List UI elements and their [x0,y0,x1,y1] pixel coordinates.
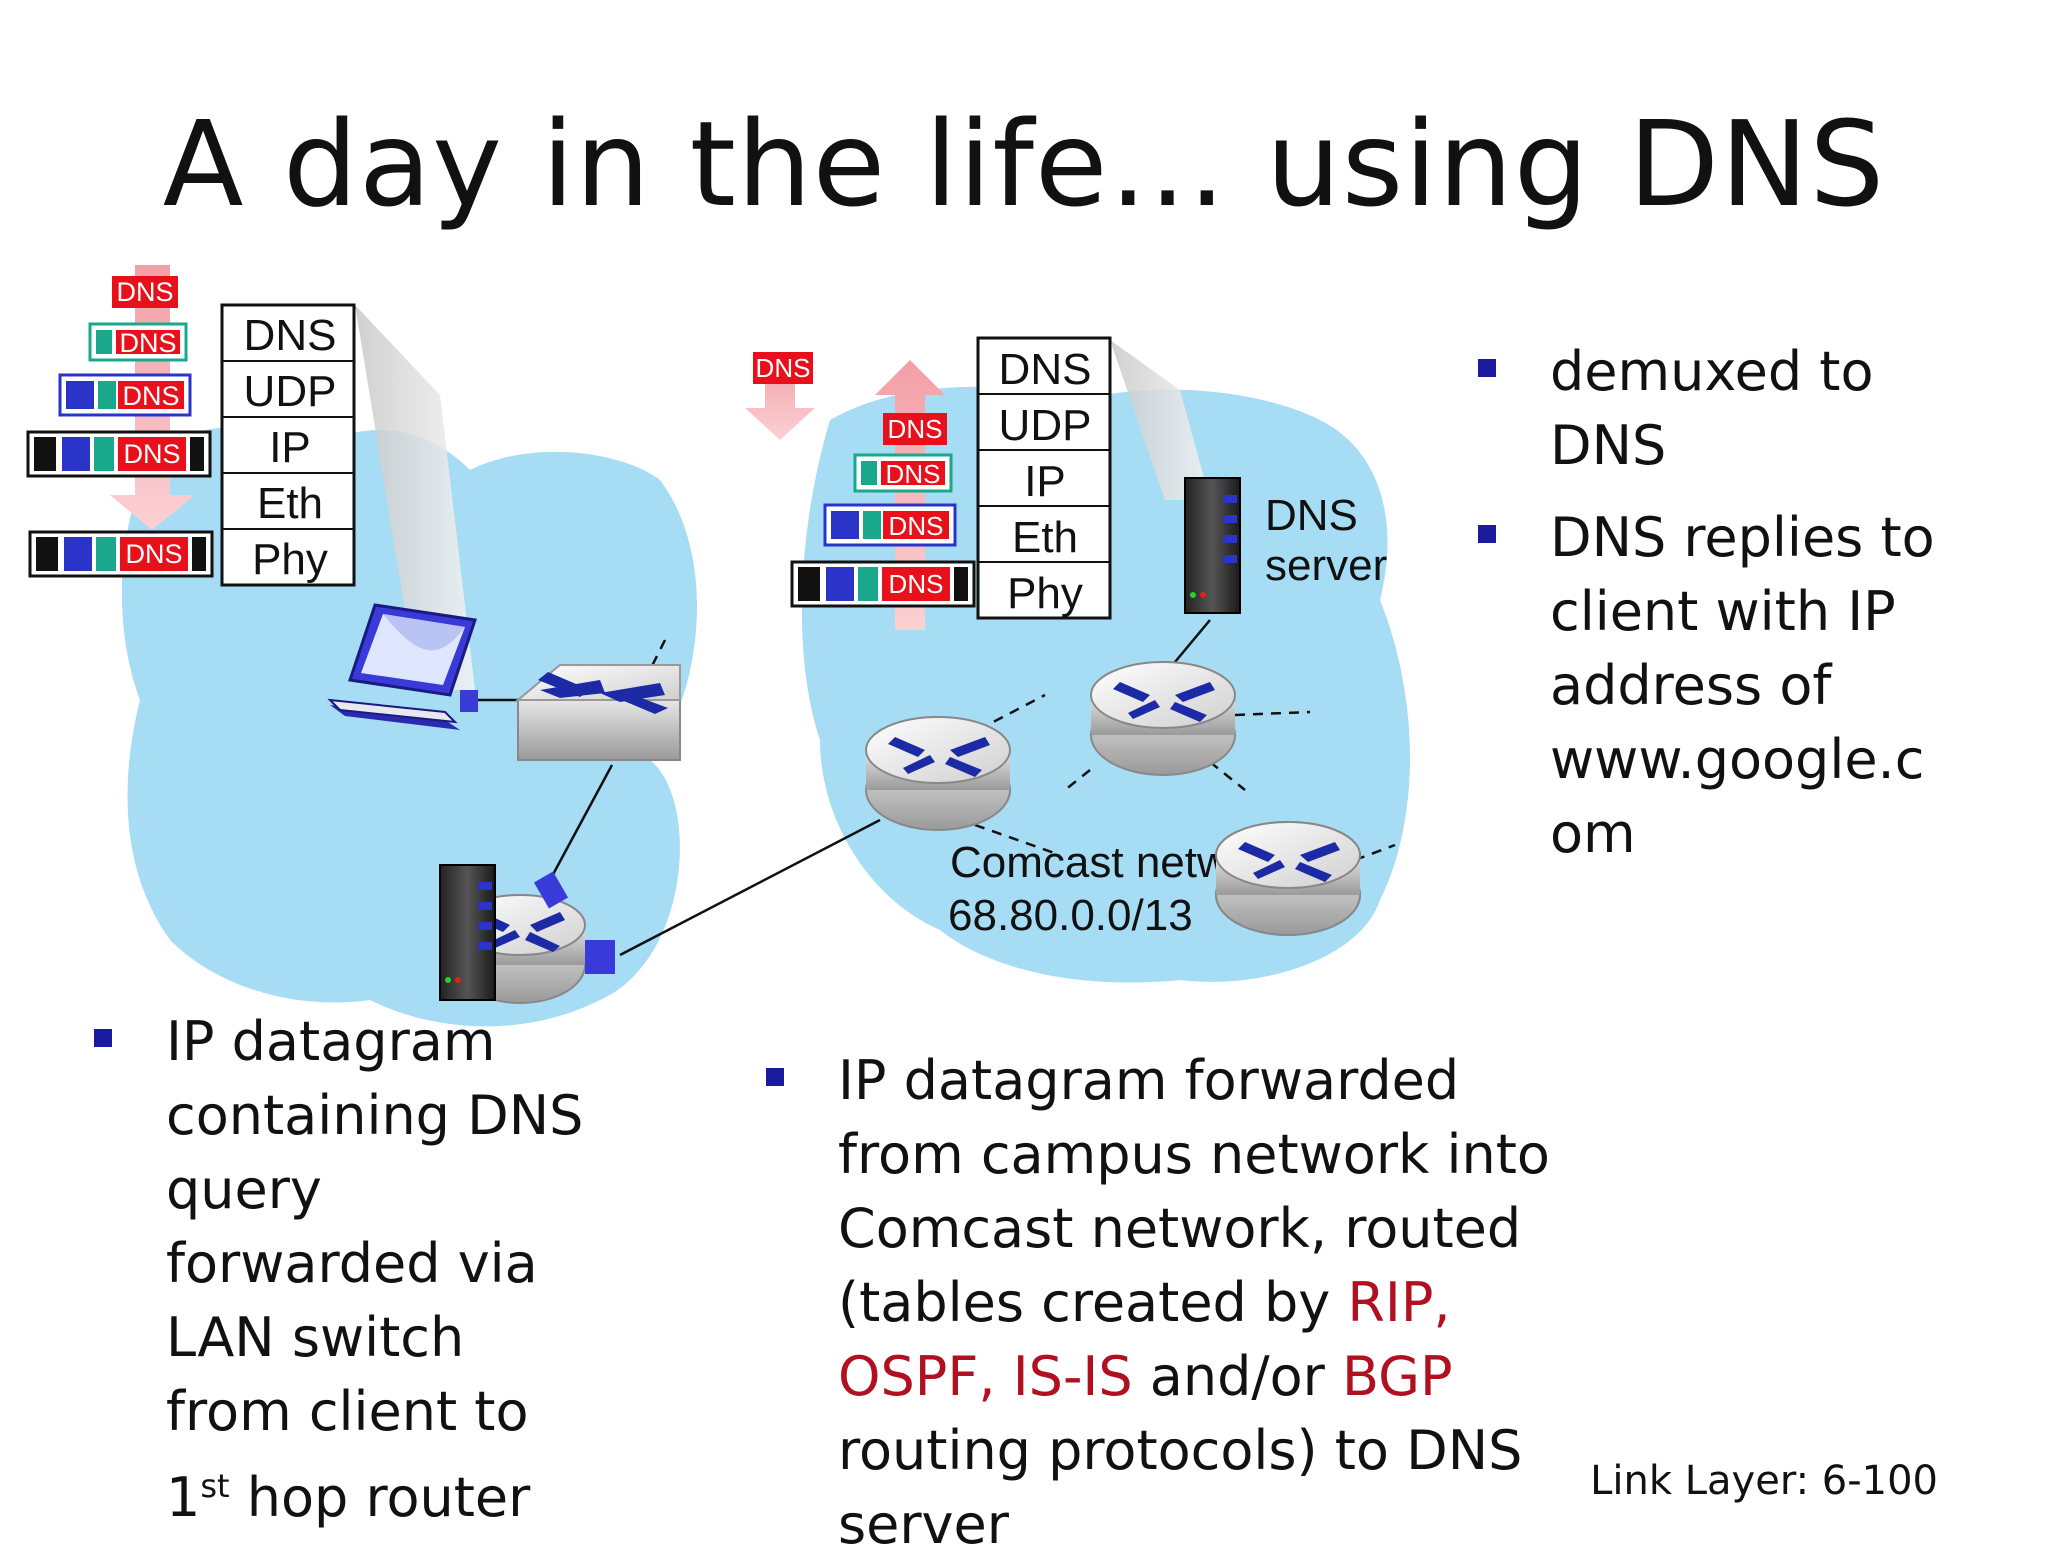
right-packet-2: DNS [853,453,953,493]
left-protocol-stack: DNS UDP IP Eth Phy [220,303,356,587]
right-down-arrow [745,352,815,440]
bullet-ip-forwarded: IP datagram forwarded from campus networ… [766,1044,1550,1562]
stack-layer-phy: Phy [1007,569,1083,618]
bullet-square-icon [1478,525,1496,543]
bullet-line: query [166,1158,322,1221]
bullet-line: LAN switch [166,1306,465,1369]
stack-layer-ip: IP [269,423,311,472]
bullet-line: from client to [166,1380,529,1443]
stack-layer-udp: UDP [244,367,337,416]
packet-label: DNS [886,459,941,489]
left-packet-1: DNS [112,276,178,308]
right-red-packet-top: DNS [753,352,813,384]
bullet-line: OSPF, IS-IS and/or BGP [838,1345,1453,1408]
packet-label: DNS [756,353,811,383]
packet-label: DNS [119,328,176,358]
link-dash-6 [974,823,1061,857]
stack-layer-udp: UDP [999,401,1092,450]
bullet-line: om [1550,802,1636,865]
link-campus-comcast [619,818,881,957]
stack-layer-dns: DNS [244,311,337,360]
stack-layer-dns: DNS [999,345,1092,394]
left-packet-4: DNS [26,430,212,478]
bullet-demuxed: demuxed to DNS [1478,335,1935,483]
right-packet-4: DNS [790,560,976,608]
right-up-arrow [875,360,945,630]
bullet-square-icon [1478,359,1496,377]
bullet-line: Comcast network, routed [838,1197,1522,1260]
left-callout-cone [355,305,475,690]
middle-bullet-list: IP datagram forwarded from campus networ… [766,1044,1550,1562]
comcast-router-1-icon [865,716,1011,831]
right-packet-1: DNS [883,413,947,445]
link-dash-2 [977,693,1046,732]
bullet-ip-datagram-query: IP datagram containing DNS query forward… [94,1005,583,1535]
slide-footer: Link Layer: 6-100 [1590,1458,1938,1504]
bullet-line: server [838,1493,1009,1556]
link-dash-5 [1209,761,1246,791]
bullet-line: address of [1550,654,1832,717]
stack-layer-eth: Eth [1012,513,1078,562]
protocol-ospf-isis: OSPF, IS-IS [838,1345,1133,1408]
left-packet-2: DNS [88,322,188,362]
packet-label: DNS [889,511,944,541]
bullet-line: (tables created by RIP, [838,1271,1451,1334]
stack-layer-phy: Phy [252,535,328,584]
bullet-line: DNS replies to [1550,506,1935,569]
laptop-icon [327,603,478,730]
bullet-line: client with IP [1550,580,1896,643]
dns-server-icon [1184,477,1241,614]
bullet-square-icon [766,1068,784,1086]
bullet-line: www.google.c [1550,728,1925,791]
packet-label: DNS [122,381,179,411]
bullet-line: from campus network into [838,1123,1550,1186]
bullet-line: demuxed to [1550,340,1874,403]
link-switch-router [548,764,614,881]
packet-label: DNS [123,439,180,469]
packet-label: DNS [125,539,182,569]
link-dash-4 [1064,769,1091,791]
bullet-line: containing DNS [166,1084,584,1147]
right-bullet-list: demuxed to DNS DNS replies to client wit… [1478,335,1935,871]
slide-title: A day in the life… using DNS [162,95,1886,233]
comcast-router-2-icon [1090,661,1236,776]
link-server-router [1169,619,1211,669]
right-callout-cone [1110,340,1210,500]
right-packet-3: DNS [823,503,957,547]
bullet-line: IP datagram [166,1010,496,1073]
left-packet-3: DNS [58,373,192,417]
packet-label: DNS [888,414,943,444]
bullet-square-icon [94,1029,112,1047]
ethernet-switch-icon [515,664,681,761]
bullet-line: DNS [1550,414,1667,477]
comcast-router-3-overlay [1215,821,1361,936]
link-dash-7 [1354,843,1396,862]
left-packet-5: DNS [28,530,214,578]
local-dns-server-icon [439,864,496,1001]
bullet-line: routing protocols) to DNS [838,1419,1523,1482]
packet-label: DNS [116,277,173,307]
stack-layer-eth: Eth [257,479,323,528]
bullet-dns-replies: DNS replies to client with IP address of… [1478,501,1935,871]
protocol-rip: RIP, [1347,1271,1451,1334]
dns-server-label-2: server [1265,541,1387,590]
packet-label: DNS [889,569,944,599]
link-dash-3 [1234,710,1311,717]
left-bullet-list: IP datagram containing DNS query forward… [94,1005,583,1535]
bullet-line: 1st hop router [166,1466,531,1529]
right-protocol-stack: DNS UDP IP Eth Phy [976,336,1112,620]
dns-server-label-1: DNS [1265,491,1358,540]
bullet-line: forwarded via [166,1232,538,1295]
stack-layer-ip: IP [1024,457,1066,506]
comcast-prefix-label: 68.80.0.0/13 [948,891,1193,940]
protocol-bgp: BGP [1342,1345,1453,1408]
bullet-line: IP datagram forwarded [838,1049,1460,1112]
comcast-network-label: Comcast netw [950,838,1229,887]
